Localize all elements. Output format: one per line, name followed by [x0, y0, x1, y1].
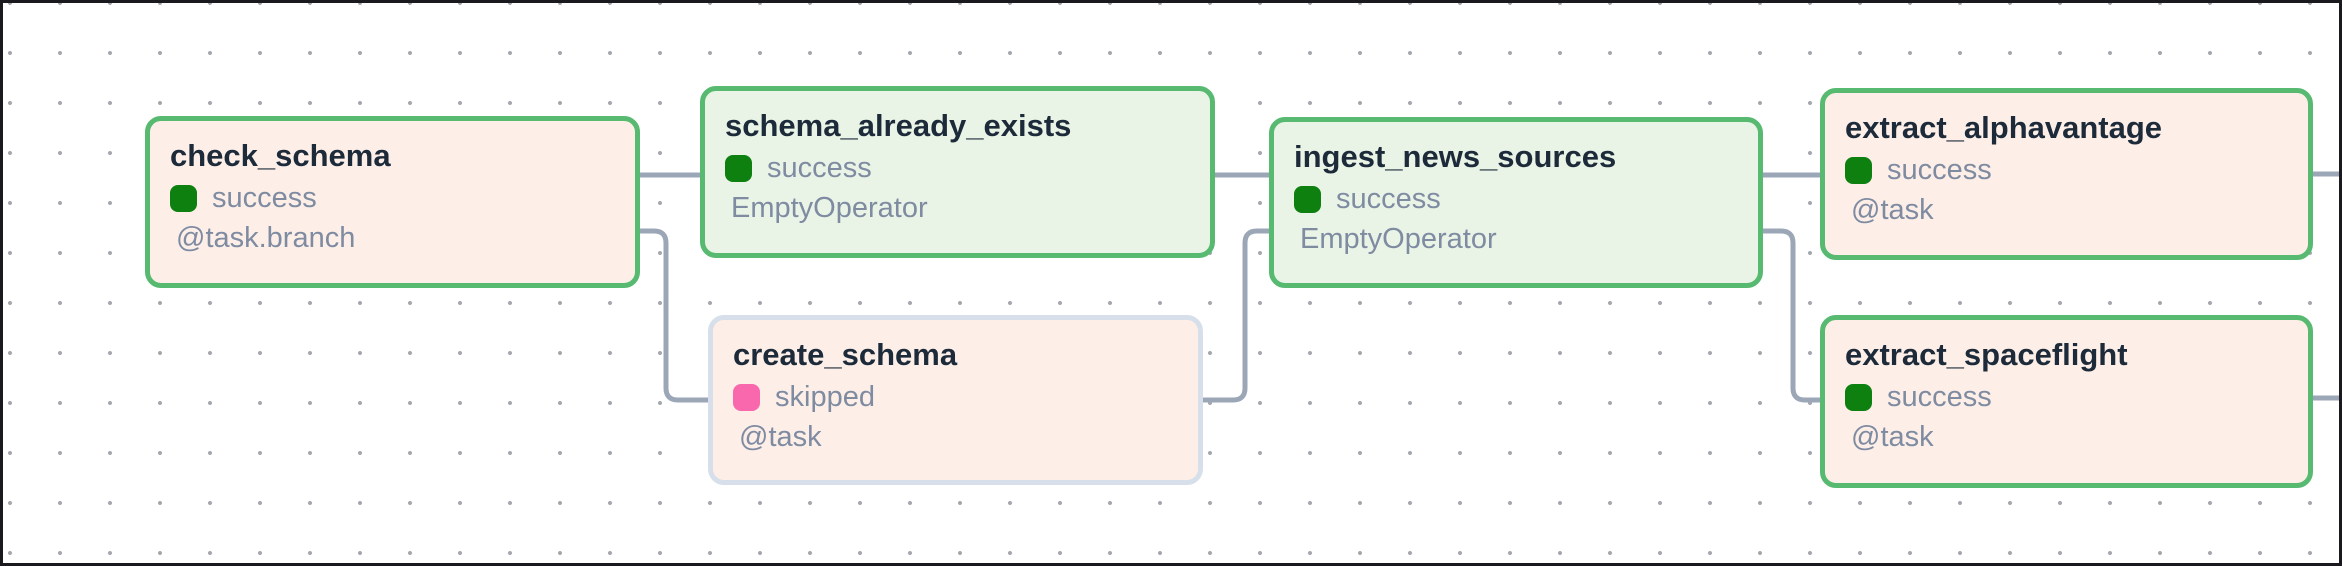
status-label: success	[1336, 182, 1441, 215]
status-success-icon	[170, 184, 197, 212]
task-status-row: success	[1845, 377, 2288, 417]
edge-ingest_news_sources-to-extract_spaceflight	[1760, 228, 1823, 403]
status-label: success	[1887, 380, 1992, 413]
task-status-row: success	[725, 148, 1190, 188]
task-status-row: success	[1294, 179, 1738, 219]
status-label: success	[1887, 153, 1992, 186]
status-label: success	[767, 151, 872, 184]
operator-label: EmptyOperator	[731, 192, 928, 224]
task-title: extract_spaceflight	[1845, 337, 2128, 372]
status-label: success	[212, 181, 317, 214]
task-status-row: skipped	[733, 377, 1178, 417]
operator-label: EmptyOperator	[1300, 223, 1497, 255]
operator-label: @task	[1851, 421, 1934, 453]
task-title: schema_already_exists	[725, 108, 1072, 143]
task-title: create_schema	[733, 337, 958, 372]
operator-label: @task	[1851, 194, 1934, 226]
operator-label: @task	[739, 421, 822, 453]
operator-label: @task.branch	[176, 222, 356, 254]
status-label: skipped	[775, 380, 875, 413]
edge-check_schema-to-create_schema	[637, 228, 711, 403]
edge-create_schema-to-ingest_news_sources	[1200, 228, 1272, 403]
task-title: check_schema	[170, 138, 391, 173]
status-skipped-icon	[733, 383, 760, 411]
status-success-icon	[1845, 156, 1872, 184]
task-title: ingest_news_sources	[1294, 139, 1617, 174]
status-success-icon	[1845, 383, 1872, 411]
task-title: extract_alphavantage	[1845, 110, 2163, 145]
task-status-row: success	[1845, 150, 2288, 190]
status-success-icon	[1294, 185, 1321, 213]
status-success-icon	[725, 154, 752, 182]
task-status-row: success	[170, 178, 615, 218]
